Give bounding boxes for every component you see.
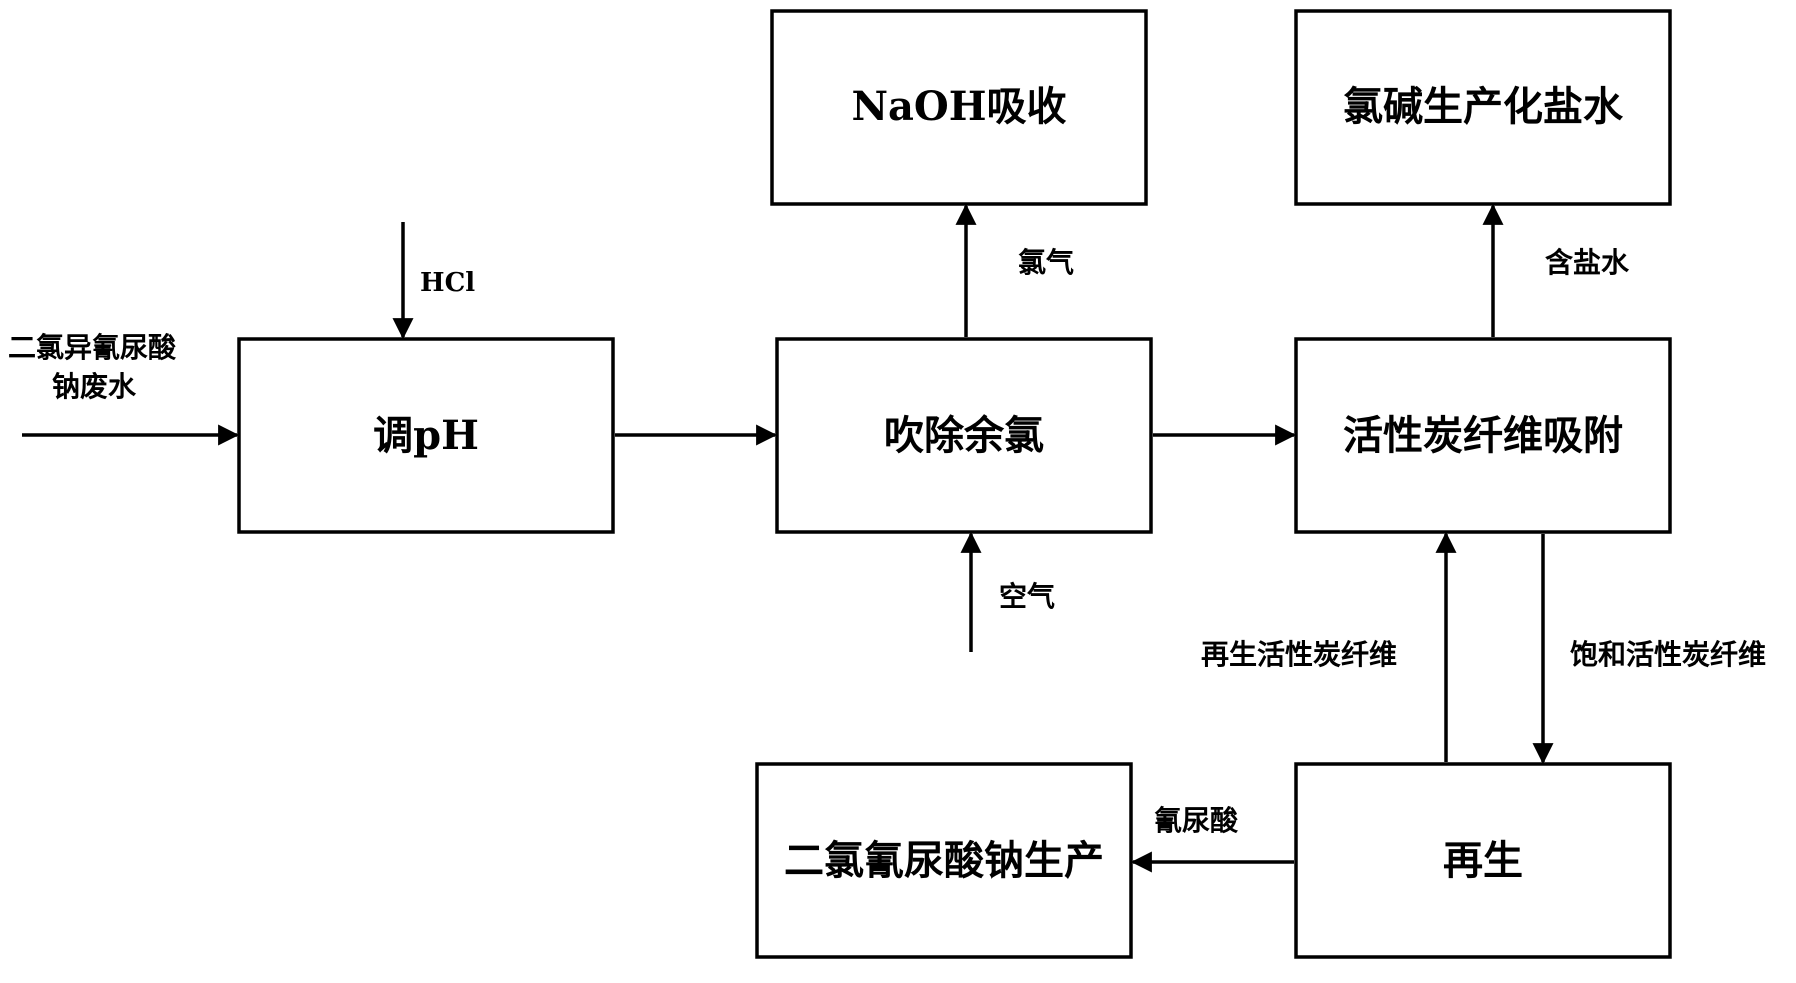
label-brine: 含盐水 — [1545, 246, 1630, 279]
label-input-line1: 二氯异氰尿酸 — [8, 331, 177, 364]
box-sodium-production-label: 二氯氰尿酸钠生产 — [784, 837, 1104, 884]
box-sodium-production: 二氯氰尿酸钠生产 — [755, 762, 1133, 959]
box-naoh-absorb: NaOH吸收 — [770, 9, 1148, 206]
box-chlor-alkali: 氯碱生产化盐水 — [1294, 9, 1672, 206]
box-carbon-adsorb-label: 活性炭纤维吸附 — [1343, 412, 1623, 459]
box-strip-chlorine: 吹除余氯 — [775, 337, 1153, 534]
box-regenerate: 再生 — [1294, 762, 1672, 959]
box-adjust-ph: 调pH — [237, 337, 615, 534]
label-chlorine-gas: 氯气 — [1018, 246, 1074, 279]
label-cyanuric-acid: 氰尿酸 — [1154, 804, 1239, 837]
box-chlor-alkali-label: 氯碱生产化盐水 — [1343, 83, 1624, 130]
label-hcl: HCl — [420, 268, 475, 298]
box-carbon-adsorb: 活性炭纤维吸附 — [1294, 337, 1672, 534]
label-air: 空气 — [999, 580, 1055, 613]
box-adjust-ph-label: 调pH — [373, 412, 479, 459]
label-regenerated-fiber: 再生活性炭纤维 — [1201, 638, 1397, 671]
box-strip-chlorine-label: 吹除余氯 — [884, 412, 1044, 459]
label-saturated-fiber: 饱和活性炭纤维 — [1570, 638, 1766, 671]
label-input-line2: 钠废水 — [52, 370, 137, 403]
box-naoh-absorb-label: NaOH吸收 — [851, 83, 1066, 130]
box-regenerate-label: 再生 — [1443, 837, 1523, 884]
